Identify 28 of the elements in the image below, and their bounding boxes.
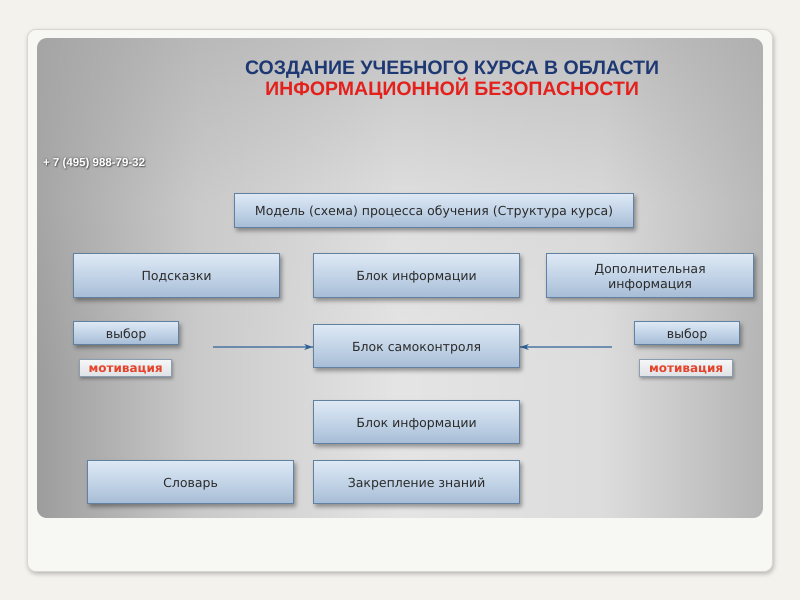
- box-text: Дополнительная информация: [593, 260, 707, 290]
- box-text: Модель (схема) процесса обучения (Структура курса): [254, 203, 614, 218]
- tag-box: [79, 359, 172, 377]
- box-text: выбор: [666, 326, 708, 340]
- box-text: мотивация: [648, 361, 724, 375]
- process-box: [546, 253, 754, 298]
- phone-number: + 7 (495) 988-79-32: [43, 157, 145, 169]
- box-text: выбор: [106, 326, 146, 340]
- arrow: [213, 344, 313, 350]
- process-box: [73, 321, 179, 345]
- box-text: Блок самоконтроля: [352, 338, 482, 354]
- process-box: [73, 253, 280, 298]
- slide-title: СОЗДАНИЕ УЧЕБНОГО КУРСА В ОБЛАСТИ ИНФОРМАЦИОННОЙ БЕЗОПАСНОСТИ: [244, 58, 660, 100]
- box-text: Блок информации: [356, 414, 477, 430]
- process-box: [234, 193, 634, 228]
- arrow: [520, 344, 612, 350]
- box-text: мотивация: [88, 361, 163, 375]
- process-box: [313, 324, 520, 368]
- process-box: [634, 321, 740, 345]
- box-text: Подсказки: [141, 268, 212, 283]
- box-text: Закрепление знаний: [348, 474, 486, 490]
- box-text: Словарь: [163, 474, 218, 490]
- process-box: [313, 460, 520, 504]
- process-box: [87, 460, 294, 504]
- tag-box: [639, 359, 733, 377]
- process-box: [313, 400, 520, 444]
- box-text: Блок информации: [356, 268, 477, 283]
- process-box: [313, 253, 520, 298]
